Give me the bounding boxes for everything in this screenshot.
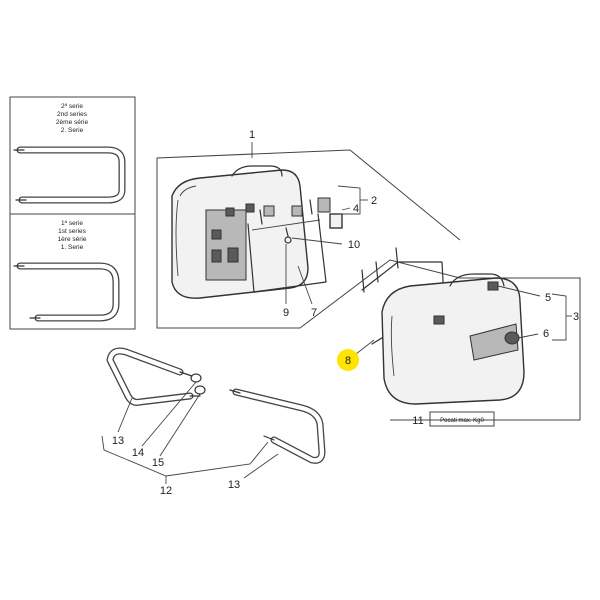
callout-12: 12 [160, 485, 172, 497]
leader-6 [517, 333, 539, 339]
bracket-3 [551, 293, 567, 341]
left-mounting-frame [247, 197, 343, 293]
callout-11: 11 [412, 415, 423, 427]
series-old-label-de: 1. Serie [61, 244, 84, 251]
washer-15 [194, 385, 206, 395]
main-assembly-panel [156, 149, 581, 421]
bar-13-left-tip-top [179, 371, 193, 377]
left-case-slot-3 [227, 247, 239, 263]
series-inset-frame [9, 96, 136, 330]
lower-mounting-bars [106, 347, 326, 464]
leader-8 [355, 339, 375, 355]
panel-outline-right-box [430, 277, 581, 421]
clip-4a [263, 205, 275, 217]
callout-4: 4 [353, 203, 359, 215]
right-case-emblem [469, 323, 519, 361]
load-label-text: Pocati max. Kg0 [440, 418, 484, 424]
screw-10-head [284, 236, 292, 244]
left-case-rear [171, 165, 309, 299]
leader-13-left [117, 397, 133, 433]
right-case-rack-post-1 [361, 269, 365, 293]
leader-5 [497, 285, 541, 297]
clip-4b [291, 205, 303, 217]
callout-7: 7 [311, 307, 317, 319]
right-case-latch-right [487, 281, 499, 291]
right-case-latch-left [433, 315, 445, 325]
callout-1: 1 [249, 129, 255, 141]
right-case-shell [381, 277, 525, 405]
callout-13-left: 13 [112, 435, 124, 447]
bracket-4-plate [329, 213, 343, 229]
callout-2: 2 [371, 195, 377, 207]
leader-15 [159, 393, 201, 457]
series-old-bar-outline [16, 262, 120, 322]
panel-outline-top-right [349, 149, 461, 241]
series-new-label-it: 2ª serie [61, 103, 83, 110]
callout-8-highlight [337, 349, 359, 371]
leader-10 [291, 237, 343, 245]
series-new-bar-outline [16, 146, 126, 204]
series-old-label-it: 1ª serie [61, 220, 83, 227]
frame-7-post-2 [309, 199, 313, 215]
callout-6: 6 [543, 328, 549, 340]
series-old-bar-illustration [13, 262, 120, 322]
leader-7 [297, 265, 313, 305]
bar-13-right-tip-bottom [263, 435, 275, 441]
left-case-rim-top [179, 185, 197, 197]
frame-7-post-1 [259, 209, 263, 225]
callout-10: 10 [348, 239, 360, 251]
series-old-labels: 1ª serie 1st series 1ère série 1. Serie [58, 220, 87, 251]
callout-13-right: 13 [228, 479, 240, 491]
panel-outline-left [156, 149, 351, 329]
series-new-label-de: 2. Serie [61, 127, 84, 134]
clip-4c [317, 197, 331, 213]
callout-15: 15 [152, 457, 164, 469]
series-new-label-en: 2nd series [57, 111, 88, 118]
left-case-handle [231, 165, 283, 177]
bracket-12 [101, 435, 269, 477]
series-old-label-fr: 1ère série [58, 236, 87, 243]
frame-7-outline [247, 213, 327, 293]
callout-8: 8 [345, 355, 351, 367]
nut-14 [190, 373, 202, 383]
right-case-rack-post-2 [375, 261, 379, 283]
right-case-front [361, 247, 525, 405]
series-old-bar-inner [17, 263, 119, 321]
series-new-bar-illustration [13, 146, 126, 204]
bar-13-left-inner [107, 348, 193, 405]
series-old-label-en: 1st series [58, 228, 87, 235]
panel-outline-mid [257, 259, 461, 329]
frame-7-bolt [285, 227, 289, 237]
load-label-frame [429, 411, 495, 427]
left-case-rim-side [175, 199, 179, 277]
callout-3: 3 [573, 311, 579, 323]
series-new-labels: 2ª serie 2nd series 2ème série 2. Serie [56, 103, 89, 134]
right-case-handle [449, 273, 505, 287]
leader-14 [141, 381, 197, 447]
frame-7-crossbar [251, 219, 321, 231]
load-label: Pocati max. Kg0 [429, 411, 495, 427]
left-case-slot-1 [211, 229, 222, 240]
callout-14: 14 [132, 447, 144, 459]
leader-13-right [243, 453, 279, 479]
bar-13-right-inner [233, 389, 325, 463]
left-case-slot-2 [211, 249, 222, 263]
left-case-latch-mid [245, 203, 255, 213]
right-case-edge [390, 315, 395, 377]
callout-numbers: 1 2 3 4 5 6 7 8 9 10 11 12 13 13 14 15 [112, 129, 579, 497]
right-case-rack-post-3 [395, 247, 399, 269]
bar-13-right-tip-top [229, 389, 241, 394]
callout-9: 9 [283, 307, 289, 319]
leader-lines [101, 142, 572, 484]
leader-4 [341, 207, 351, 211]
lock-6 [504, 331, 520, 345]
left-case-latch-left [225, 207, 235, 217]
callout-5: 5 [545, 292, 551, 304]
series-new-label-fr: 2ème série [56, 119, 89, 126]
left-case-inner-plate [205, 209, 247, 281]
bracket-2 [337, 185, 361, 215]
series-new-bar-inner [17, 147, 125, 203]
series-inset: 2ª serie 2nd series 2ème série 2. Serie … [9, 96, 136, 330]
